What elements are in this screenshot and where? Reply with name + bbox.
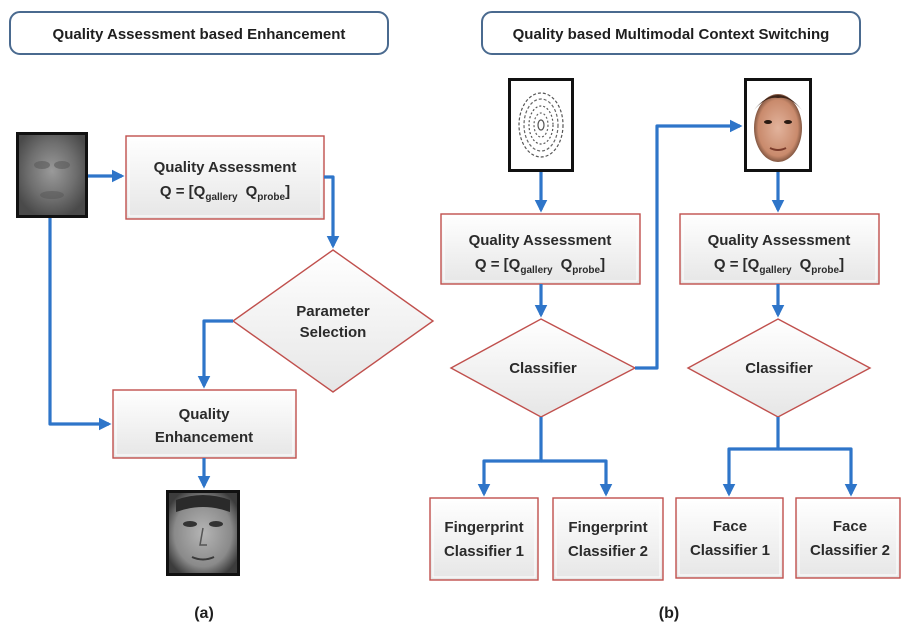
- svg-text:Classifier 1: Classifier 1: [690, 542, 770, 559]
- fingerprint-image: [508, 78, 574, 172]
- svg-text:Parameter: Parameter: [296, 303, 370, 320]
- face-classifier-2-box: Face Classifier 2: [795, 497, 901, 579]
- caption-b: (b): [659, 605, 679, 622]
- classifier-diamond-fingerprint: Classifier: [449, 318, 637, 418]
- svg-text:Classifier: Classifier: [509, 360, 577, 377]
- arrow-classifier-to-fp2: [541, 459, 613, 497]
- panel-b-header-box: [481, 11, 861, 55]
- svg-text:Face: Face: [713, 518, 747, 535]
- arrow-param-to-enh: [197, 319, 233, 389]
- panel-a-header-box: [9, 11, 389, 55]
- arrow-classifier-to-face1: [722, 417, 780, 497]
- classifier-diamond-face: Classifier: [686, 318, 872, 418]
- svg-text:Classifier 2: Classifier 2: [568, 543, 648, 560]
- svg-text:Selection: Selection: [300, 324, 367, 341]
- arrow-classifier-to-fp1: [477, 417, 543, 497]
- fingerprint-classifier-2-box: Fingerprint Classifier 2: [552, 497, 664, 581]
- svg-text:Classifier: Classifier: [745, 360, 813, 377]
- svg-text:Quality Assessment: Quality Assessment: [708, 232, 851, 249]
- panel-b-header: Quality based Multimodal Context Switchi…: [513, 26, 830, 43]
- panel-b: Quality based Multimodal Context Switchi…: [429, 11, 901, 622]
- enhanced-face-image: [166, 490, 240, 576]
- svg-text:Quality: Quality: [179, 406, 231, 423]
- svg-text:Classifier 1: Classifier 1: [444, 543, 524, 560]
- parameter-selection-diamond: Parameter Selection: [231, 249, 435, 393]
- blurred-face-image: [16, 132, 88, 218]
- svg-text:Face: Face: [833, 518, 867, 535]
- face-classifier-1-box: Face Classifier 1: [675, 497, 784, 579]
- fingerprint-classifier-1-box: Fingerprint Classifier 1: [429, 497, 539, 581]
- svg-text:Fingerprint: Fingerprint: [568, 519, 647, 536]
- qa-title: Quality Assessment: [154, 159, 297, 176]
- arrow-qa-to-param: [324, 175, 340, 249]
- arrow-classifier-to-face2: [778, 447, 858, 497]
- panel-a: Quality Assessment based Enhancement Qua…: [9, 11, 435, 622]
- caption-a: (a): [194, 605, 214, 622]
- panel-a-header: Quality Assessment based Enhancement: [53, 26, 346, 43]
- svg-text:Classifier 2: Classifier 2: [810, 542, 890, 559]
- quality-enhancement-box: Quality Enhancement: [112, 389, 297, 459]
- color-face-image: [744, 78, 812, 172]
- arrow-face-to-enh: [48, 218, 112, 431]
- arrow-classifier-to-face-switch: [635, 119, 743, 370]
- svg-text:Enhancement: Enhancement: [155, 429, 253, 446]
- svg-text:Fingerprint: Fingerprint: [444, 519, 523, 536]
- svg-text:Quality Assessment: Quality Assessment: [469, 232, 612, 249]
